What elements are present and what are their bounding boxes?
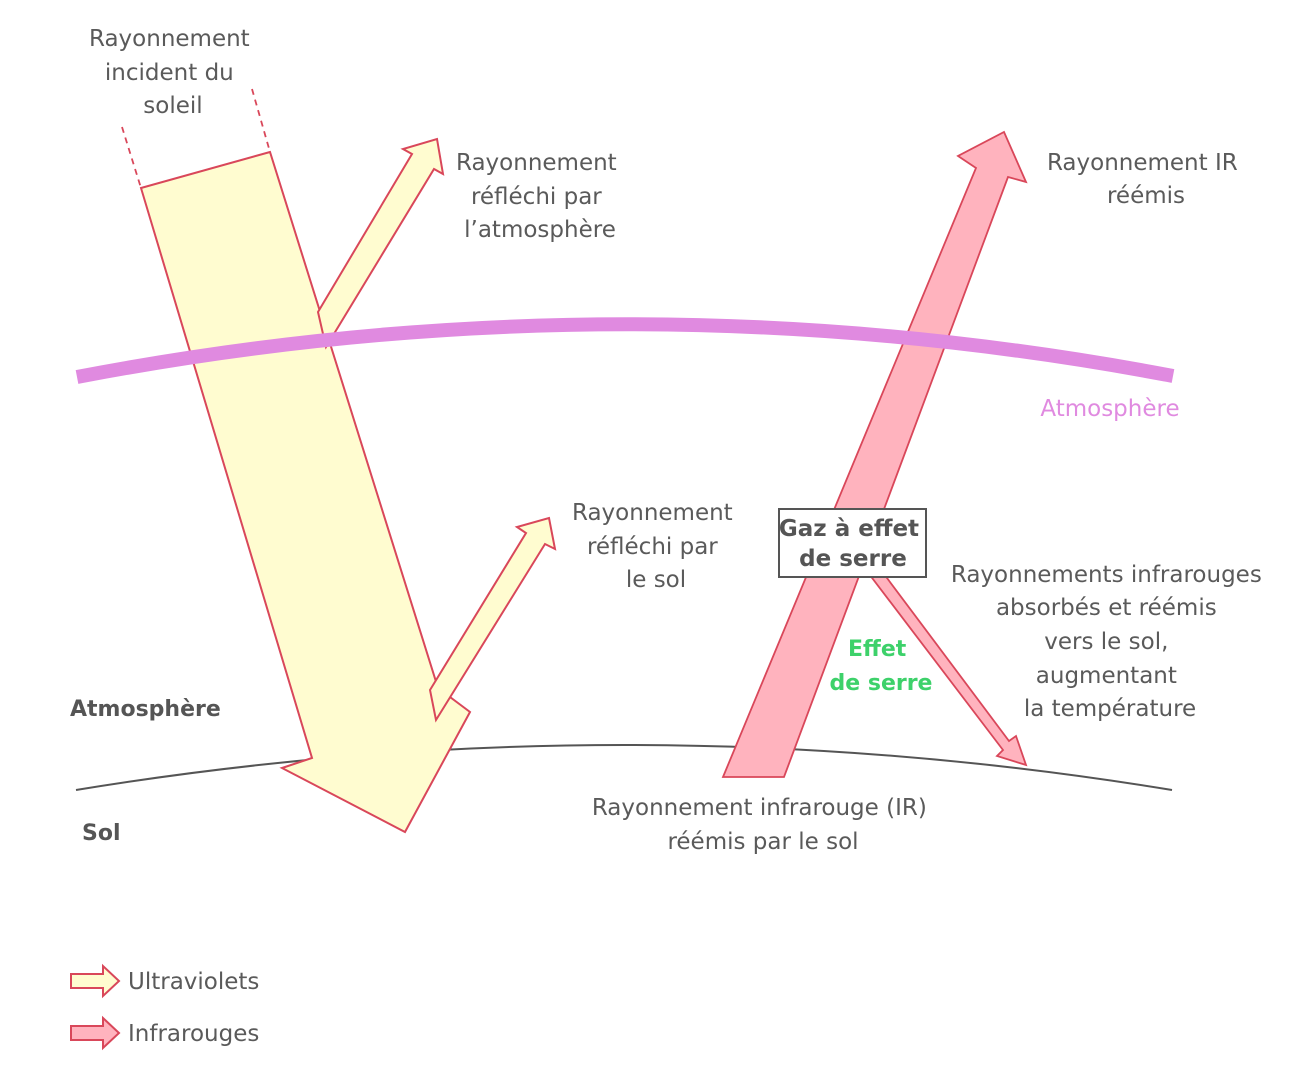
ir-arrow-icon xyxy=(70,1015,121,1051)
incident-uv-arrow xyxy=(139,150,472,834)
incident-dash-right xyxy=(251,88,271,153)
greenhouse-gas-label: Gaz à effet de serre xyxy=(779,516,927,572)
incident-label: Rayonnement incident du soleil xyxy=(89,26,257,119)
incident-dash-left xyxy=(121,126,142,189)
greenhouse-gas-box xyxy=(778,508,927,578)
reflected-atmosphere-label: Rayonnement réfléchi par l’atmosphère xyxy=(456,150,624,243)
ir-reemitted-label: Rayonnement IR réémis xyxy=(1047,150,1245,209)
ground-curve xyxy=(75,744,1173,791)
ir-ground-label: Rayonnement infrarouge (IR) réémis par l… xyxy=(592,795,934,855)
legend-ir-label: Infrarouges xyxy=(128,1021,259,1047)
legend: Ultraviolets Infrarouges xyxy=(70,963,259,1051)
reflected-ground-label: Rayonnement réfléchi par le sol xyxy=(572,500,740,593)
ir-upward-arrow xyxy=(721,130,1028,778)
side-ground-label: Sol xyxy=(82,821,121,846)
ir-reemitted-arrow xyxy=(861,556,1028,767)
reflected-atmosphere-arrow xyxy=(316,137,445,350)
atmosphere-band xyxy=(75,317,1175,384)
reflected-ground-arrow xyxy=(428,516,557,723)
absorbed-label: Rayonnements infrarouges absorbés et réé… xyxy=(951,562,1269,722)
greenhouse-effect-label: Effet de serre xyxy=(830,637,933,696)
uv-arrow-icon xyxy=(70,963,121,999)
legend-uv-label: Ultraviolets xyxy=(128,969,259,995)
side-atmosphere-label: Atmosphère xyxy=(70,697,221,722)
atmosphere-curve-label: Atmosphère xyxy=(1040,396,1179,422)
